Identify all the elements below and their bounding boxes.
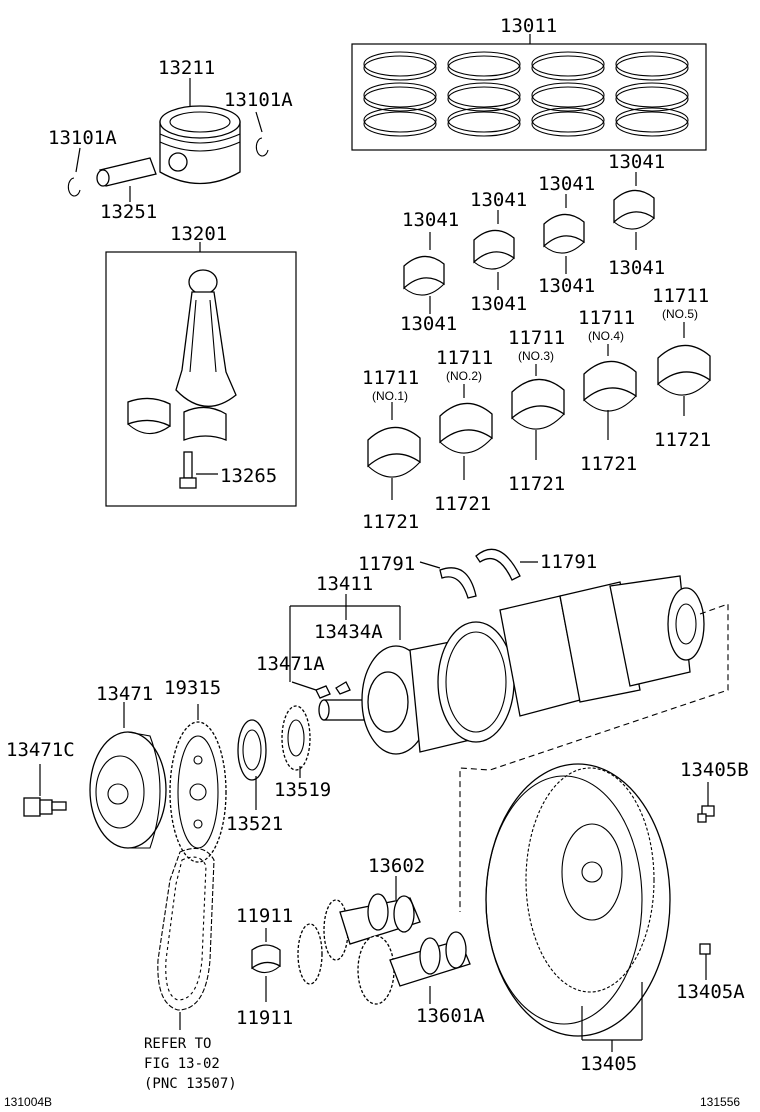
label-no4: (NO.4) — [588, 329, 624, 343]
label-13411: 13411 — [316, 573, 373, 595]
flywheel-icon[interactable] — [485, 763, 671, 1052]
connecting-rod-icon[interactable] — [105, 242, 297, 507]
key-icon — [335, 681, 351, 695]
label-13101a-left: 13101A — [48, 127, 117, 149]
bearing-shell-icon[interactable] — [473, 210, 515, 290]
label-13602: 13602 — [368, 855, 425, 877]
label-13011: 13011 — [500, 15, 557, 37]
label-13405: 13405 — [580, 1053, 637, 1075]
label-no1: (NO.1) — [372, 389, 408, 403]
bearing-shell-icon[interactable] — [511, 364, 565, 460]
bearing-shell-icon[interactable] — [583, 344, 637, 440]
label-13201: 13201 — [170, 223, 227, 245]
label-11721: 11721 — [654, 429, 711, 451]
label-11721: 11721 — [434, 493, 491, 515]
label-13211: 13211 — [158, 57, 215, 79]
bearing-shell-icon[interactable] — [657, 322, 711, 416]
label-11711: 11711 — [652, 285, 709, 307]
bearing-shell-icon[interactable] — [613, 172, 655, 250]
label-13434a: 13434A — [314, 621, 383, 643]
snap-ring-icon[interactable] — [67, 147, 81, 197]
piston-ring-set-icon[interactable] — [351, 34, 707, 151]
refer-to-line-2: FIG 13-02 — [144, 1056, 220, 1072]
label-13471a: 13471A — [256, 653, 325, 675]
label-11711: 11711 — [436, 347, 493, 369]
label-13041: 13041 — [470, 189, 527, 211]
label-11791-left: 11791 — [358, 553, 415, 575]
piston-icon[interactable] — [159, 78, 241, 185]
label-13041: 13041 — [538, 173, 595, 195]
label-no3: (NO.3) — [518, 349, 554, 363]
sprocket-icon[interactable] — [169, 704, 227, 863]
label-no2: (NO.2) — [446, 369, 482, 383]
label-13405a: 13405A — [676, 981, 745, 1003]
label-11911: 11911 — [236, 905, 293, 927]
label-11791-right: 11791 — [540, 551, 597, 573]
label-13251: 13251 — [100, 201, 157, 223]
bearing-shell-icon[interactable] — [367, 402, 421, 500]
label-11911: 11911 — [236, 1007, 293, 1029]
thrust-washer-icon[interactable] — [419, 561, 477, 599]
label-11711: 11711 — [362, 367, 419, 389]
label-13471c: 13471C — [6, 739, 75, 761]
label-11721: 11721 — [362, 511, 419, 533]
corner-code-left: 131004B — [4, 1095, 52, 1109]
label-13041: 13041 — [538, 275, 595, 297]
timing-chain-icon[interactable] — [157, 847, 215, 1030]
refer-to-line-1: REFER TO — [144, 1036, 211, 1052]
label-13265: 13265 — [220, 465, 277, 487]
snap-ring-icon[interactable] — [255, 111, 269, 157]
refer-to-line-3: (PNC 13507) — [144, 1076, 237, 1092]
sprocket-icon[interactable] — [281, 705, 311, 778]
label-19315: 19315 — [164, 677, 221, 699]
label-13041: 13041 — [470, 293, 527, 315]
label-13041: 13041 — [608, 257, 665, 279]
label-11711: 11711 — [508, 327, 565, 349]
label-13101a-right: 13101A — [224, 89, 293, 111]
label-13041: 13041 — [400, 313, 457, 335]
label-13519: 13519 — [274, 779, 331, 801]
label-11711: 11711 — [578, 307, 635, 329]
corner-code-right: 131556 — [700, 1095, 740, 1109]
label-13471: 13471 — [96, 683, 153, 705]
bolt-icon[interactable] — [697, 782, 715, 823]
label-13405b: 13405B — [680, 759, 749, 781]
thrust-washer-icon[interactable] — [475, 548, 538, 581]
sprocket-icon[interactable] — [237, 719, 267, 810]
bolt-icon[interactable] — [699, 943, 711, 980]
camshaft-icon[interactable] — [297, 876, 471, 1005]
piston-pin-icon[interactable] — [96, 157, 157, 202]
bearing-shell-icon[interactable] — [439, 384, 493, 480]
label-11721: 11721 — [508, 473, 565, 495]
bearing-shell-icon[interactable] — [543, 194, 585, 274]
key-icon — [315, 685, 331, 699]
bearing-shell-icon[interactable] — [251, 928, 281, 1002]
crankshaft-icon[interactable] — [289, 575, 729, 912]
label-13041: 13041 — [608, 151, 665, 173]
label-13601a: 13601A — [416, 1005, 485, 1027]
label-13521: 13521 — [226, 813, 283, 835]
label-no5: (NO.5) — [662, 307, 698, 321]
bearing-shell-icon[interactable] — [403, 232, 445, 314]
label-13041: 13041 — [402, 209, 459, 231]
label-11721: 11721 — [580, 453, 637, 475]
pulley-icon[interactable] — [89, 702, 167, 849]
bolt-icon[interactable] — [23, 764, 67, 817]
